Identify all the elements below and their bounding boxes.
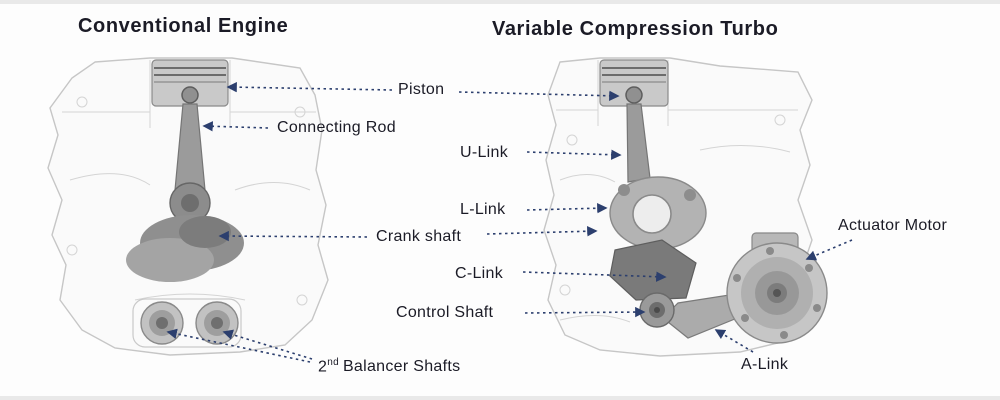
vc-turbo-illustration: [543, 57, 828, 357]
bottom-border: [0, 396, 1000, 400]
label-actuator-motor: Actuator Motor: [838, 217, 948, 234]
balancer-text: Balancer Shafts: [342, 358, 461, 376]
piston-right: [599, 59, 669, 107]
label-control-shaft: Control Shaft: [396, 304, 494, 321]
label-piston: Piston: [398, 81, 445, 98]
arrow-crank-shaft-right: [486, 226, 598, 237]
actuator-motor-part: [726, 232, 828, 344]
rod-big-end-left: [169, 182, 211, 224]
arrow-crank-shaft-left: [218, 230, 368, 242]
label-connecting-rod: Connecting Rod: [277, 119, 396, 136]
arrow-a-link: [714, 329, 754, 353]
balancer-ordinal: nd: [327, 357, 339, 368]
arrow-control-shaft: [524, 306, 646, 318]
left-engine-title: Conventional Engine: [78, 15, 289, 37]
balancer-number: 2: [318, 358, 328, 376]
wrist-pin-left: [181, 86, 199, 104]
arrow-connecting-rod: [202, 121, 269, 132]
callout-arrows: [166, 81, 853, 363]
c-link-part: [609, 239, 697, 301]
l-link-part: [609, 176, 707, 250]
control-shaft-part: [639, 292, 675, 328]
top-border: [0, 0, 1000, 4]
label-a-link: A-Link: [741, 356, 789, 373]
arrow-l-link: [526, 203, 608, 214]
label-c-link: C-Link: [455, 265, 504, 282]
conventional-engine-illustration: [47, 57, 329, 356]
piston-left: [151, 59, 229, 107]
crankshaft-left: [126, 215, 244, 282]
label-crank-shaft: Crank shaft: [376, 228, 462, 245]
arrow-piston-right: [458, 90, 620, 101]
right-engine-title: Variable Compression Turbo: [492, 18, 779, 40]
arrow-actuator-motor: [805, 239, 853, 261]
wrist-pin-right: [625, 86, 643, 104]
label-l-link: L-Link: [460, 201, 506, 218]
block-detail-lines-left: [62, 60, 316, 306]
arrow-balancer-shaft-1: [166, 328, 311, 363]
label-u-link: U-Link: [460, 144, 509, 161]
